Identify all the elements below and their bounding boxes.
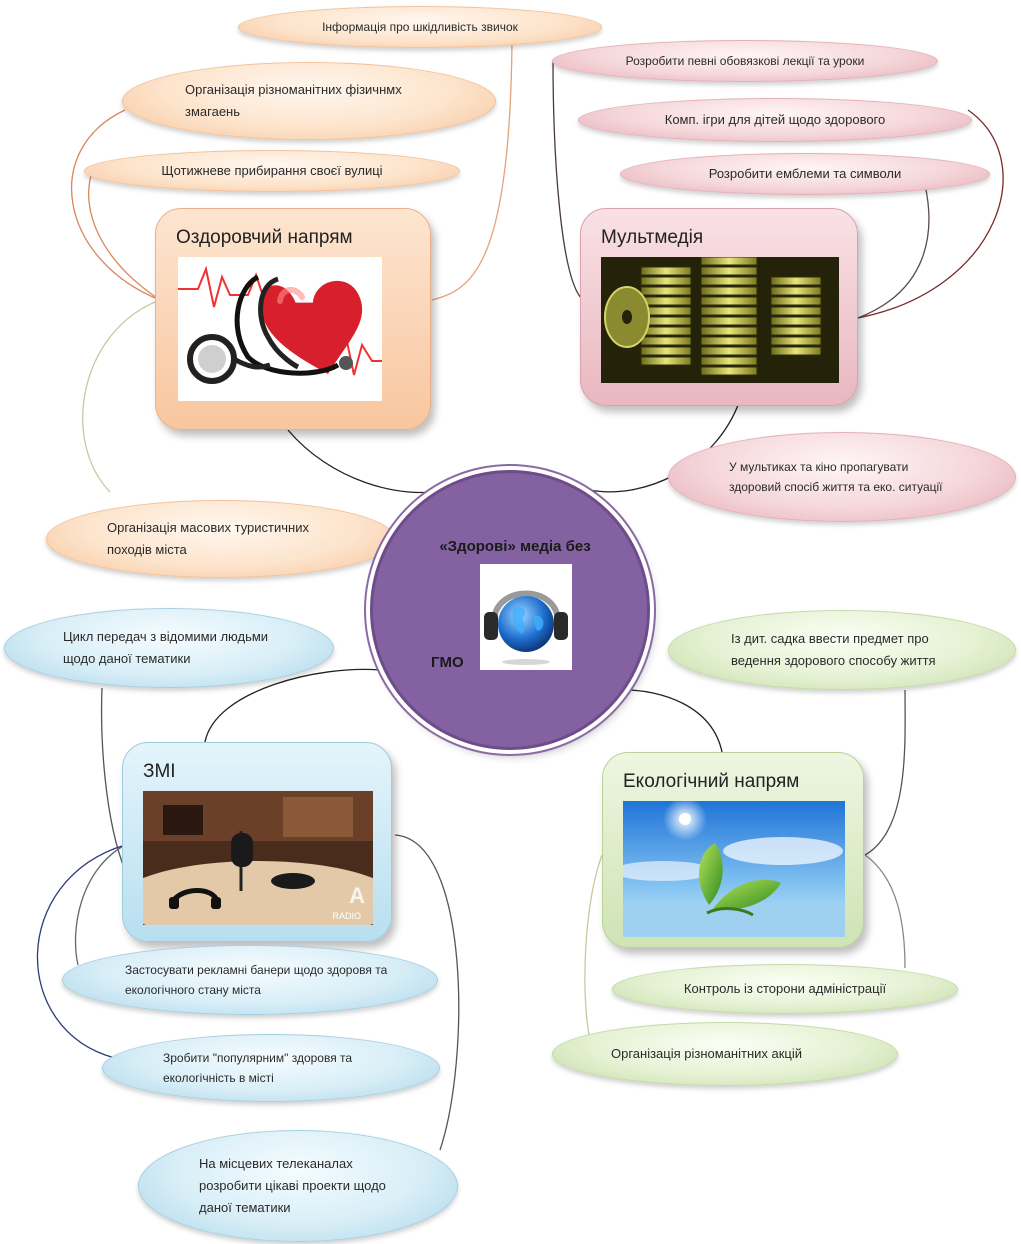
headphones-globe-icon	[480, 564, 572, 670]
ecology-idea-administration-control[interactable]: Контроль із сторони адміністрації	[612, 964, 958, 1014]
idea-text: Інформація про шкідливість звичок	[322, 19, 518, 34]
link-health-idea-3	[88, 171, 161, 301]
central-topic[interactable]	[370, 470, 650, 750]
stethoscope-heart-image	[178, 257, 382, 401]
link-ecology-idea-3	[584, 854, 603, 1041]
idea-text: Зробити "популярним" здоровя та екологіч…	[163, 1050, 353, 1085]
central-subtitle: ГМО	[431, 654, 464, 671]
letter-a-icon: A	[349, 883, 365, 908]
leaf-sky-image	[623, 801, 845, 937]
health-idea-harmful-habits[interactable]: Інформація про шкідливість звичок	[238, 6, 602, 48]
idea-text: Організація різноманітних фізичнмх змага…	[185, 81, 402, 119]
idea-text: Застосувати рекламні банери щодо здоровя…	[125, 962, 388, 997]
media-branch-card[interactable]: ЗМІ RADIO A	[122, 742, 392, 942]
health-idea-street-cleaning[interactable]: Щотижневе прибирання своєї вулиці	[84, 150, 460, 192]
link-health-idea-2	[71, 109, 161, 301]
media-idea-banners[interactable]: Застосувати рекламні банери щодо здоровя…	[62, 945, 438, 1015]
ecology-branch-card[interactable]: Екологічний напрям	[602, 752, 864, 948]
branch-title: Оздоровчий напрям	[176, 227, 353, 248]
multimedia-idea-cartoons-films[interactable]: У мультиках та кіно пропагувати здоровий…	[668, 432, 1016, 522]
branch-title: ЗМІ	[143, 761, 176, 782]
idea-text: Контроль із сторони адміністрації	[683, 980, 887, 996]
health-branch-card[interactable]: Оздоровчий напрям	[155, 208, 431, 430]
health-idea-tourist-trips[interactable]: Організація масових туристичних походів …	[46, 500, 396, 578]
ecology-idea-kindergarten-subject[interactable]: Із дит. садка ввести предмет про ведення…	[668, 610, 1016, 690]
central-title: «Здорові» медіа без	[439, 538, 591, 555]
branch-title: Екологічний напрям	[623, 771, 800, 792]
idea-text: Комп. ігри для дітей щодо здорового	[664, 111, 886, 127]
link-health-idea-1	[431, 39, 513, 301]
link-ecology-idea-2	[864, 854, 906, 969]
idea-text: На місцевих телеканалах розробити цікаві…	[199, 1155, 386, 1216]
link-multimedia-idea-2	[857, 109, 1004, 319]
radio-studio-microphone-image: RADIO A	[143, 791, 373, 925]
multimedia-idea-lectures[interactable]: Розробити певні обовязкові лекції та уро…	[552, 40, 938, 82]
radio-caption: RADIO	[332, 911, 361, 921]
link-central-ecology	[624, 689, 723, 753]
link-media-idea-3	[36, 844, 126, 1059]
idea-text: Із дит. садка ввести предмет про ведення…	[731, 630, 936, 668]
link-central-health	[287, 429, 446, 494]
link-multimedia-idea-3	[857, 184, 930, 319]
idea-text: Щотижневе прибирання своєї вулиці	[161, 162, 383, 178]
link-media-idea-4	[394, 834, 460, 1151]
multimedia-branch-card[interactable]: Мультмедія	[580, 208, 858, 406]
idea-text: Розробити емблеми та символи	[708, 165, 902, 181]
idea-text: Організація масових туристичних походів …	[107, 519, 309, 557]
media-idea-popular-health[interactable]: Зробити "популярним" здоровя та екологіч…	[102, 1034, 440, 1102]
idea-text: У мультиках та кіно пропагувати здоровий…	[729, 459, 943, 494]
link-media-idea-1	[100, 687, 126, 871]
link-multimedia-idea-1	[552, 59, 584, 301]
media-idea-tv-series[interactable]: Цикл передач з відомими людьми щодо дано…	[4, 608, 334, 688]
multimedia-idea-emblems[interactable]: Розробити емблеми та символи	[620, 153, 990, 195]
branch-title: Мультмедія	[601, 227, 704, 248]
media-idea-local-tv[interactable]: На місцевих телеканалах розробити цікаві…	[138, 1130, 458, 1242]
idea-text: Цикл передач з відомими людьми щодо дано…	[63, 628, 269, 666]
ecology-idea-actions[interactable]: Організація різноманітних акцій	[552, 1022, 898, 1086]
multimedia-idea-computer-games[interactable]: Комп. ігри для дітей щодо здорового	[578, 98, 972, 142]
link-media-idea-2	[74, 844, 126, 966]
idea-text: Розробити певні обовязкові лекції та уро…	[625, 53, 865, 68]
idea-text: Організація різноманітних акцій	[611, 1045, 803, 1061]
cd-stacks-image	[601, 257, 839, 383]
link-central-media	[204, 668, 381, 743]
link-health-idea-4	[82, 299, 161, 493]
health-idea-sports-competitions[interactable]: Організація різноманітних фізичнмх змага…	[122, 62, 496, 140]
link-ecology-idea-1	[864, 689, 906, 856]
